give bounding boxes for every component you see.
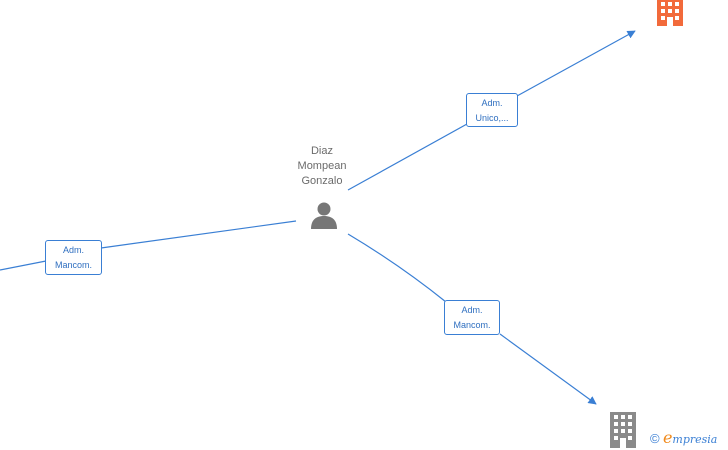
edge-label-top-right[interactable]: Adm. Unico,... xyxy=(466,93,518,127)
person-name-line: Mompean xyxy=(297,160,347,172)
person-name-line: Diaz xyxy=(310,145,333,157)
building-icon[interactable] xyxy=(608,412,638,448)
brand-watermark: © empresia xyxy=(650,428,717,447)
edge-bottom-right xyxy=(347,233,596,404)
building-icon[interactable] xyxy=(655,0,685,26)
edge-label-line: Adm. xyxy=(481,98,503,108)
edge-label-line: Unico,... xyxy=(475,113,509,123)
person-name-line: Gonzalo xyxy=(301,175,343,187)
edge-label-bottom-right[interactable]: Adm. Mancom. xyxy=(444,300,500,335)
brand-e: e xyxy=(662,428,673,447)
copyright-symbol: © xyxy=(650,431,660,446)
edge-label-line: Mancom. xyxy=(453,320,491,330)
edge-label-left[interactable]: Adm. Mancom. xyxy=(45,240,102,275)
edge-label-line: Adm. xyxy=(461,305,483,315)
edge-label-line: Adm. xyxy=(62,245,84,255)
brand-name: mpresia xyxy=(672,433,718,446)
person-name[interactable]: Diaz Mompean Gonzalo xyxy=(282,144,362,189)
person-icon[interactable] xyxy=(309,200,339,230)
edge-top-right xyxy=(347,31,635,191)
edge-left xyxy=(0,220,297,271)
edge-label-line: Mancom. xyxy=(54,260,92,270)
